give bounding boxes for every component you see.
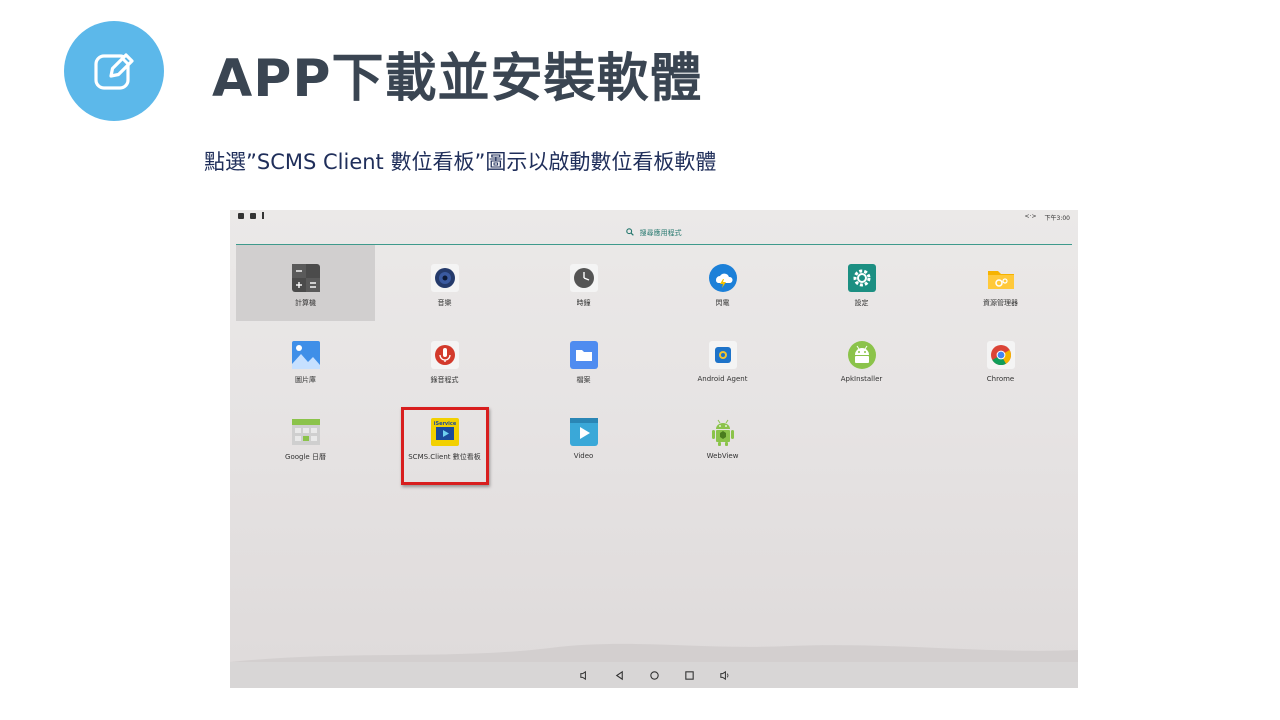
clock-icon [570, 264, 598, 292]
navigation-bar [230, 662, 1078, 688]
weather-icon [709, 264, 737, 292]
app-label: 音樂 [437, 299, 452, 307]
image-icon [250, 212, 256, 219]
file-manager-icon [988, 271, 1014, 289]
back-icon [615, 670, 623, 680]
app-gallery[interactable]: 圖片庫 [236, 322, 375, 398]
app-label: Android Agent [697, 375, 748, 383]
video-icon [570, 418, 598, 446]
recents-button[interactable] [683, 669, 696, 682]
calendar-icon [292, 419, 320, 445]
app-label: SCMS.Client 數位看板 [408, 453, 481, 461]
music-icon [431, 264, 459, 292]
edit-badge [64, 21, 164, 121]
app-label: 閃電 [715, 299, 730, 307]
app-label: WebView [706, 452, 739, 460]
volume-down-button[interactable] [578, 669, 591, 682]
app-label: 圖片庫 [295, 376, 316, 384]
recorder-icon [431, 341, 459, 369]
volume-down-icon [579, 670, 586, 680]
files-icon [570, 341, 598, 369]
status-time: 下午3:00 [1044, 215, 1070, 222]
app-files[interactable]: 檔案 [514, 322, 653, 398]
app-weather[interactable]: 閃電 [653, 245, 792, 321]
app-scms-client[interactable]: iService SCMS.Client 數位看板 [375, 399, 514, 475]
home-icon [649, 670, 659, 680]
instruction-text: 點選”SCMS Client 數位看板”圖示以啟動數位看板軟體 [204, 150, 717, 174]
app-label: Video [573, 452, 594, 460]
app-label: Google 日曆 [285, 453, 326, 461]
app-clock[interactable]: 時鐘 [514, 245, 653, 321]
app-settings[interactable]: 設定 [792, 245, 931, 321]
home-button[interactable] [648, 669, 661, 682]
settings-icon [848, 264, 876, 292]
android-icon [848, 341, 876, 369]
app-label: 檔案 [576, 376, 591, 384]
app-recorder[interactable]: 錄音程式 [375, 322, 514, 398]
scms-highlight-box [401, 407, 489, 485]
agent-icon [709, 341, 737, 369]
android-screen: <·> 下午3:00 搜尋應用程式 [230, 210, 1078, 688]
recents-icon [684, 670, 694, 680]
chrome-icon [987, 341, 1015, 369]
app-video[interactable]: Video [514, 399, 653, 475]
app-label: 計算機 [295, 299, 316, 307]
calculator-icon [292, 264, 320, 292]
back-button[interactable] [613, 669, 626, 682]
notification-icon [238, 212, 244, 219]
app-label: 錄音程式 [430, 376, 459, 384]
scms-icon-text: iService [434, 421, 457, 427]
usb-icon [262, 212, 266, 219]
network-icon: <·> [1024, 213, 1037, 220]
app-label: 設定 [854, 299, 869, 307]
app-webview[interactable]: WebView [653, 399, 792, 475]
app-label: ApkInstaller [840, 375, 883, 383]
edit-icon [94, 53, 134, 90]
status-bar: <·> 下午3:00 [230, 210, 1078, 224]
app-chrome[interactable]: Chrome [931, 322, 1070, 398]
app-label: 資源管理器 [983, 299, 1018, 307]
gallery-icon [292, 341, 320, 369]
search-underline [236, 244, 1072, 245]
app-android-agent[interactable]: Android Agent [653, 322, 792, 398]
page-title: APP下載並安裝軟體 [212, 49, 703, 109]
search-icon [626, 228, 635, 236]
app-google-calendar[interactable]: Google 日曆 [236, 399, 375, 475]
app-music[interactable]: 音樂 [375, 245, 514, 321]
volume-up-icon [719, 670, 728, 680]
app-file-manager[interactable]: 資源管理器 [931, 245, 1070, 321]
app-label: 時鐘 [576, 299, 591, 307]
webview-icon [712, 419, 734, 446]
scms-icon: iService [431, 418, 459, 446]
app-search-bar[interactable]: 搜尋應用程式 [236, 228, 1072, 244]
volume-up-button[interactable] [718, 669, 731, 682]
search-label: 搜尋應用程式 [639, 229, 682, 237]
app-label: Chrome [986, 375, 1015, 383]
app-apkinstaller[interactable]: ApkInstaller [792, 322, 931, 398]
app-calculator[interactable]: 計算機 [236, 245, 375, 321]
